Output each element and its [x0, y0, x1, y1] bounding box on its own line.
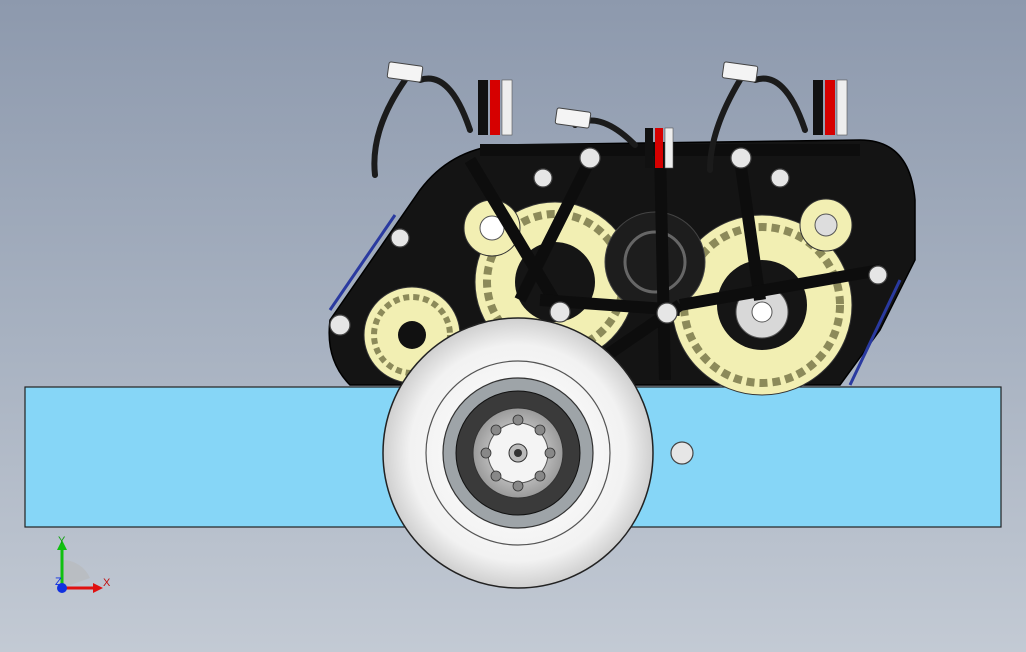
y-axis-label: Y	[58, 535, 66, 547]
gear-middle-right	[604, 211, 706, 313]
frame-bolts	[329, 147, 888, 465]
z-axis-label: Z	[55, 576, 62, 588]
x-axis-label: X	[103, 577, 111, 589]
wire-connectors	[386, 61, 759, 129]
wheel-hub-spokes	[480, 414, 556, 492]
gear-top-small-right	[799, 198, 853, 252]
coordinate-triad: Y X Z	[55, 535, 111, 593]
drive-wheel[interactable]	[382, 317, 654, 589]
